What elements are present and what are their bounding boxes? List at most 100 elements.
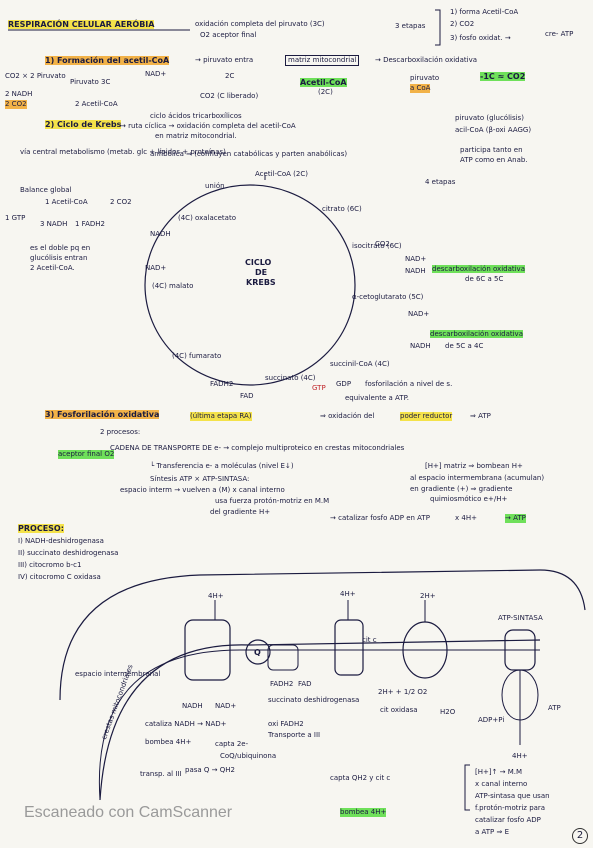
dg-citc: cit c (362, 636, 377, 644)
krebs-gdp: GDP (336, 380, 352, 388)
dg-pasa: pasa Q → QH2 (185, 766, 235, 774)
krebs-nad-3: NAD+ (408, 310, 430, 318)
krebs-nad-1: NAD+ (145, 264, 167, 272)
dg-canal: x canal interno (475, 780, 528, 788)
section3-esp: espacio interm → vuelven a (M) x canal i… (120, 486, 285, 494)
dg-atp: ATP (548, 704, 561, 712)
scanner-watermark: Escaneado con CamScanner (24, 804, 233, 821)
dg-fadh: FADH2 (270, 680, 294, 688)
dg-fprot: f.protón-motriz para (475, 804, 546, 812)
dg-adp: ADP+Pi (478, 716, 505, 724)
section3-quimio: quimiosmótico e+/H+ (430, 495, 508, 503)
dg-citox: cit oxidasa (380, 706, 418, 714)
dg-h3: 2H+ (420, 592, 436, 600)
dg-o2: 2H+ + 1/2 O2 (378, 688, 428, 696)
section1-arrow: → piruvato entra (195, 56, 254, 64)
dg-h1: 4H+ (208, 592, 224, 600)
dg-transporte: Transporte a III (268, 731, 321, 739)
krebs-cycle-circle (144, 184, 356, 386)
acetilcoa: 2 Acetil-CoA (75, 100, 118, 108)
section3-subt: (última etapa RA) (190, 412, 252, 421)
krebs-center-1: CICLO (245, 258, 272, 267)
krebs-fumarato: (4C) fumarato (172, 352, 222, 360)
krebs-citrato: citrato (6C) (322, 205, 362, 213)
dg-cat: cataliza NADH → NAD+ (145, 720, 227, 728)
dg-bomba: bombea 4H+ (145, 738, 192, 746)
page-title: RESPIRACIÓN CELULAR AERÓBIA (8, 20, 155, 29)
stage-3: 3) fosfo oxidat. → (450, 34, 511, 42)
section2-part: participa tanto en (460, 146, 523, 154)
krebs-malato: (4C) malato (152, 282, 194, 290)
section3-xh: x 4H+ (455, 514, 477, 522)
krebs-alfa: α-cetoglutarato (5C) (352, 293, 424, 301)
krebs-succinato: succinato (4C) (265, 374, 316, 382)
balance-l1: 1 Acetil-CoA (45, 198, 88, 206)
section3-atp: → ATP (505, 514, 526, 523)
dg-h2o: H2O (440, 708, 456, 716)
section2-title: 2) Ciclo de Krebs (45, 120, 122, 129)
membrane-outer (59, 569, 586, 701)
c2: 2C (225, 72, 235, 80)
dg-esp: espacio intermembranal (75, 670, 161, 678)
dg-coq: CoQ/ubiquinona (220, 752, 277, 760)
section2-part2: ATP como en Anab. (460, 156, 528, 164)
krebs-center-2: DE (255, 268, 268, 277)
lost: -1C ≈ CO2 (480, 72, 526, 81)
section2-sub: ciclo ácidos tricarboxílicos (150, 112, 242, 120)
complex-i (184, 619, 231, 681)
membrane-inner (99, 639, 541, 801)
section2-via: vía central metabolismo (metab. glc + lí… (20, 148, 226, 156)
krebs-fadh: FADH2 (210, 380, 234, 388)
section3-fuerza: usa fuerza protón-motriz en M.M (215, 497, 330, 505)
section3-title: 3) Fosforilación oxidativa (45, 410, 160, 419)
acceptor: O2 aceptor final (200, 31, 257, 39)
stage-1: 1) forma Acetil-CoA (450, 8, 519, 16)
krebs-nadh-3: NADH (410, 342, 431, 350)
balance-note3: 2 Acetil-CoA. (30, 264, 75, 272)
section3-proc: 2 procesos: (100, 428, 141, 436)
krebs-desc1: descarboxilación oxidativa (432, 265, 525, 273)
krebs-nadh-2: NADH (405, 267, 426, 275)
title-desc: oxidación completa del piruvato (3C) (195, 20, 325, 28)
proceso-i: I) NADH-deshidrogenasa (18, 537, 104, 545)
section3-hmatriz: [H+] matriz ⇒ bombean H+ (425, 462, 523, 470)
section3-c1: CADENA DE TRANSPORTE DE e- → complejo mu… (110, 444, 405, 452)
krebs-acetil: Acetil-CoA (2C) (255, 170, 308, 178)
dg-bombea: bombea 4H+ (340, 808, 387, 817)
dg-transp: transp. al III (140, 770, 182, 778)
stage-2: 2) CO2 (450, 20, 475, 28)
acetil2: (2C) (318, 88, 333, 96)
krebs-oxalacetato: (4C) oxalacetato (178, 214, 236, 222)
krebs-desc2: descarboxilación oxidativa (430, 330, 523, 338)
piruv3c: Piruvato 3C (70, 78, 111, 86)
co2l: CO2 (C liberado) (200, 92, 259, 100)
dg-succ: succinato deshidrogenasa (268, 696, 360, 704)
dg-h4: 4H+ (512, 752, 528, 760)
section3-acept: aceptor final O2 (58, 450, 115, 459)
complex-iii (334, 619, 364, 676)
section2-pir: piruvato (glucólisis) (455, 114, 524, 122)
krebs-gtp: GTP (312, 384, 326, 392)
acetil: Acetil-CoA (300, 78, 347, 87)
proceso-iii: III) citocromo b-c1 (18, 561, 82, 569)
proceso-ii: II) succinato deshidrogenasa (18, 549, 119, 557)
balance-l4: 3 NADH (40, 220, 68, 228)
coa: a CoA (410, 84, 431, 93)
krebs-co2-1: CO2 (375, 240, 390, 248)
dg-h: [H+]↑ → M.M (475, 768, 523, 776)
krebs-equiv: equivalente a ATP. (345, 394, 409, 402)
section2-anf: anfibólica ⇒ (confluyen catabólicas y pa… (150, 150, 348, 158)
stage-3b: cre- ATP (545, 30, 574, 38)
krebs-center-3: KREBS (246, 278, 276, 287)
section3-sint: Síntesis ATP × ATP-SINTASA: (150, 475, 250, 483)
krebs-etapas: 4 etapas (425, 178, 456, 186)
krebs-desc1b: de 6C a 5C (465, 275, 504, 283)
section3-poder: poder reductor (400, 412, 453, 421)
section3-transf: └ Transferencia e- a moléculas (nivel E↓… (150, 462, 294, 470)
balance-l3: 1 GTP (5, 214, 26, 222)
dg-capta2: capta QH2 y cit c (330, 774, 391, 782)
dg-fadh2: oxi FADH2 (268, 720, 304, 728)
krebs-isocitrato: isocitrato (6C) (352, 242, 402, 250)
